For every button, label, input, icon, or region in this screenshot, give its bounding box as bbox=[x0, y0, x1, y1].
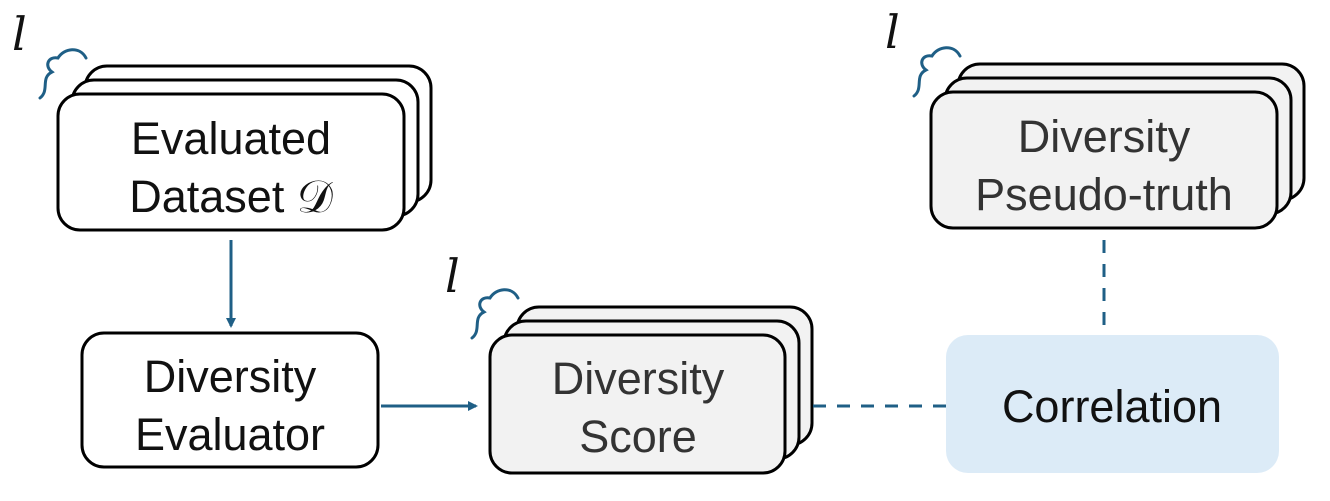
diversity-pseudo-truth-box bbox=[929, 90, 1279, 230]
evaluated-dataset-box bbox=[56, 92, 406, 232]
correlation-box bbox=[946, 335, 1279, 473]
diversity-evaluator-node: Diversity Evaluator bbox=[80, 331, 380, 469]
diversity-pseudo-truth-stack: Diversity Pseudo-truth l bbox=[885, 5, 1306, 230]
evaluated-dataset-line1: Evaluated bbox=[131, 113, 331, 164]
diversity-evaluator-box bbox=[80, 331, 380, 469]
stack-count-label: l bbox=[885, 5, 900, 59]
diversity-pseudo-truth-line1: Diversity bbox=[1018, 111, 1191, 162]
diversity-score-box bbox=[488, 333, 787, 475]
diversity-score-stack: Diversity Score l bbox=[445, 249, 814, 475]
diversity-pseudo-truth-line2: Pseudo-truth bbox=[975, 169, 1233, 220]
evaluated-dataset-line2: Dataset 𝒟 bbox=[129, 171, 333, 222]
evaluated-dataset-stack: Evaluated Dataset 𝒟 l bbox=[12, 7, 433, 232]
diversity-evaluator-line2: Evaluator bbox=[135, 409, 325, 460]
diversity-score-line2: Score bbox=[579, 411, 697, 462]
stack-count-label: l bbox=[445, 249, 460, 303]
correlation-node: Correlation bbox=[946, 335, 1279, 473]
stack-brace-icon bbox=[38, 48, 88, 100]
stack-brace-icon bbox=[470, 288, 520, 340]
diversity-evaluator-line1: Diversity bbox=[144, 351, 317, 402]
stack-brace-icon bbox=[912, 46, 962, 98]
correlation-label: Correlation bbox=[1002, 381, 1222, 432]
diversity-score-line1: Diversity bbox=[552, 353, 725, 404]
stack-count-label: l bbox=[12, 7, 27, 61]
